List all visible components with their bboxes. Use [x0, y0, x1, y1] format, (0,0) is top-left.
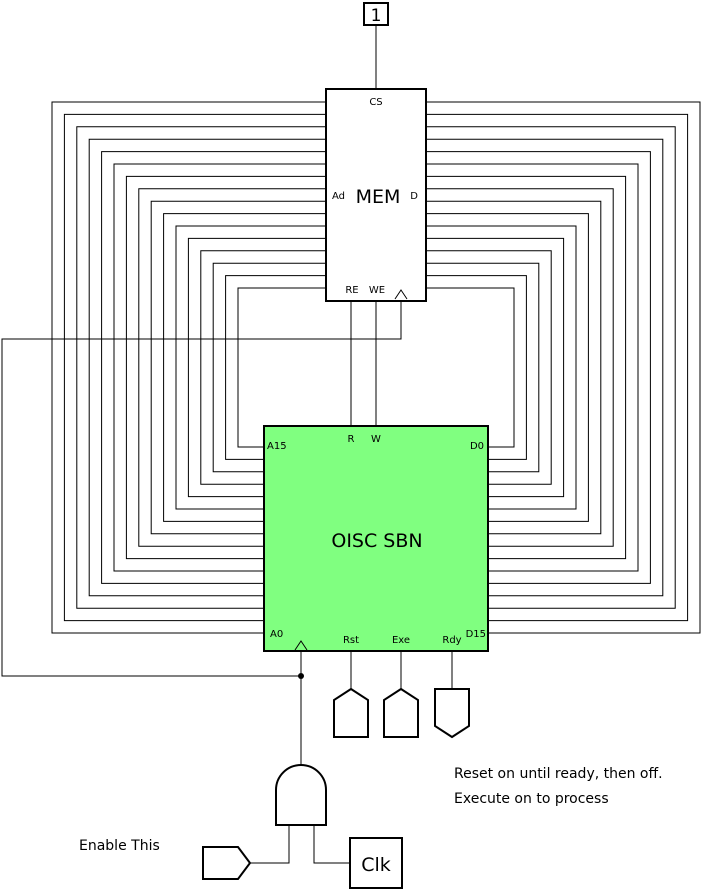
- cpu-pin-exe: Exe: [392, 635, 410, 646]
- ready-output-pin: [434, 688, 470, 739]
- cpu-block: [263, 425, 489, 652]
- mem-clock-triangle: [394, 289, 408, 300]
- mem-pin-we: WE: [369, 285, 385, 296]
- mem-pin-cs: CS: [369, 97, 382, 108]
- address-bus: [51, 101, 326, 634]
- data-bus: [426, 101, 701, 634]
- mem-title: MEM: [356, 186, 401, 208]
- data-line-9: [426, 213, 589, 522]
- address-line-1: [63, 113, 326, 622]
- address-line-12: [200, 250, 326, 485]
- cpu-pin-r: R: [348, 434, 355, 445]
- data-line-14: [426, 275, 527, 460]
- cpu-pin-a0: A0: [270, 629, 283, 640]
- data-line-6: [426, 175, 627, 560]
- data-line-3: [426, 138, 664, 597]
- enable-input-pin[interactable]: [202, 846, 252, 880]
- address-line-6: [125, 175, 326, 560]
- cpu-clock-triangle: [294, 640, 308, 651]
- data-line-15: [426, 287, 515, 448]
- enable-annotation: Enable This: [79, 838, 160, 854]
- cpu-pin-rdy: Rdy: [442, 635, 461, 646]
- execute-input-pin[interactable]: [383, 687, 419, 738]
- execute-instruction-note: Execute on to process: [454, 791, 609, 807]
- data-line-12: [426, 250, 552, 485]
- data-line-11: [426, 237, 565, 498]
- address-line-14: [225, 275, 326, 460]
- data-line-8: [426, 200, 602, 535]
- and-gate: [275, 764, 327, 826]
- cpu-pin-d0: D0: [470, 441, 484, 452]
- address-line-11: [187, 237, 326, 498]
- address-line-0: [51, 101, 326, 634]
- constant-label: 1: [371, 6, 382, 26]
- data-line-0: [426, 101, 701, 634]
- address-line-7: [138, 188, 326, 547]
- clk-wire: [313, 825, 350, 864]
- cpu-pin-rst: Rst: [343, 635, 359, 646]
- mem-pin-d: D: [410, 191, 418, 202]
- data-line-7: [426, 188, 614, 547]
- address-line-2: [76, 126, 326, 609]
- address-line-15: [237, 287, 326, 448]
- junction-dot: [298, 673, 304, 679]
- data-line-13: [426, 262, 540, 473]
- reset-instruction-note: Reset on until ready, then off.: [454, 766, 663, 782]
- mem-block: [325, 88, 427, 302]
- clock-wire-mem: [1, 301, 402, 677]
- clock-label: Clk: [361, 854, 391, 876]
- address-line-3: [88, 138, 326, 597]
- address-line-9: [163, 213, 326, 522]
- data-line-4: [426, 151, 651, 584]
- cpu-pin-w: W: [371, 434, 381, 445]
- address-line-4: [101, 151, 326, 584]
- enable-wire: [250, 825, 290, 864]
- mem-pin-ad: Ad: [332, 191, 345, 202]
- cpu-title: OISC SBN: [331, 530, 422, 552]
- address-line-10: [175, 225, 326, 510]
- clock-source: [349, 837, 403, 889]
- address-line-13: [212, 262, 326, 473]
- data-line-1: [426, 113, 689, 622]
- address-line-5: [113, 163, 326, 572]
- address-line-8: [150, 200, 326, 535]
- reset-input-pin[interactable]: [333, 687, 369, 738]
- cpu-pin-a15: A15: [267, 441, 287, 452]
- mem-pin-re: RE: [345, 285, 358, 296]
- data-line-5: [426, 163, 639, 572]
- data-line-10: [426, 225, 577, 510]
- data-line-2: [426, 126, 676, 609]
- cpu-pin-d15: D15: [466, 629, 486, 640]
